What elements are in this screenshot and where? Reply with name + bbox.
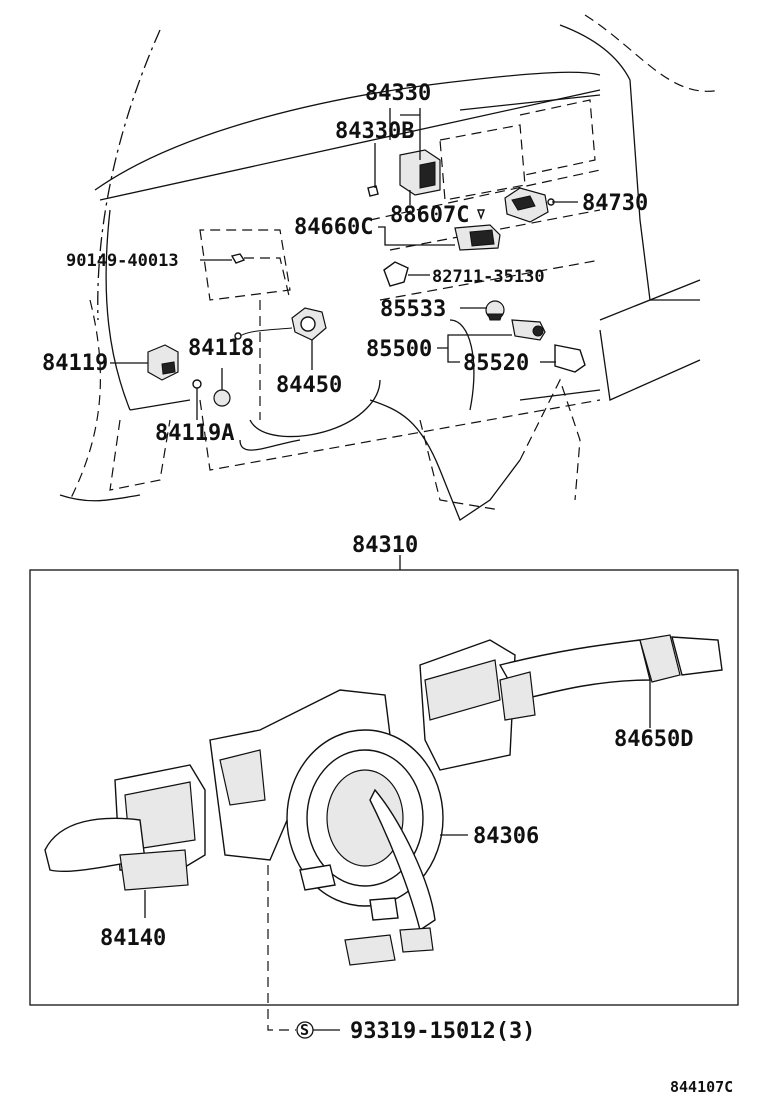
screw-symbol-letter: S	[300, 1021, 309, 1039]
label-84306: 84306	[473, 824, 539, 849]
label-84310: 84310	[352, 533, 418, 558]
label-84650D: 84650D	[614, 727, 693, 752]
label-90149-40013: 90149-40013	[66, 251, 179, 271]
screw-symbol: S	[296, 1021, 340, 1039]
part-85520-bulb	[554, 344, 586, 373]
label-84330B: 84330B	[335, 119, 414, 144]
figure-code: 844107C	[670, 1078, 733, 1096]
label-84119A: 84119A	[155, 421, 234, 446]
label-84140: 84140	[100, 926, 166, 951]
label-85520: 85520	[463, 351, 529, 376]
part-84306-spiral-cable	[209, 689, 444, 966]
label-85500: 85500	[366, 337, 432, 362]
label-84118: 84118	[188, 336, 254, 361]
part-84330-switch	[399, 149, 441, 196]
part-84730-switch	[476, 187, 555, 223]
label-85533: 85533	[380, 297, 446, 322]
part-84330B-clip	[367, 185, 379, 197]
part-82711-bracket	[383, 261, 409, 287]
part-84118-knob	[213, 389, 231, 407]
part-84450-switch	[234, 307, 327, 341]
label-84450: 84450	[276, 373, 342, 398]
part-85500-socket	[511, 319, 546, 341]
part-85533-bulb	[485, 300, 505, 321]
label-93319-15012: 93319-15012(3)	[350, 1019, 535, 1044]
part-84650D-lever	[419, 634, 723, 771]
part-84660C-switch	[454, 224, 501, 251]
assembly-box	[29, 555, 739, 1031]
lower-leader-lines	[144, 680, 651, 918]
part-84119-switch	[147, 344, 179, 381]
part-90149-screw	[230, 253, 246, 264]
label-84119: 84119	[42, 351, 108, 376]
label-84330: 84330	[365, 81, 431, 106]
label-88607C: 88607C	[390, 203, 469, 228]
top-leader-lines	[110, 108, 578, 420]
label-82711-35130: 82711-35130	[432, 267, 545, 287]
dashboard-outline	[59, 14, 721, 521]
label-84730: 84730	[582, 191, 648, 216]
part-84140-lever	[44, 764, 206, 891]
label-84660C: 84660C	[294, 215, 373, 240]
part-84119A-clip	[192, 379, 202, 389]
